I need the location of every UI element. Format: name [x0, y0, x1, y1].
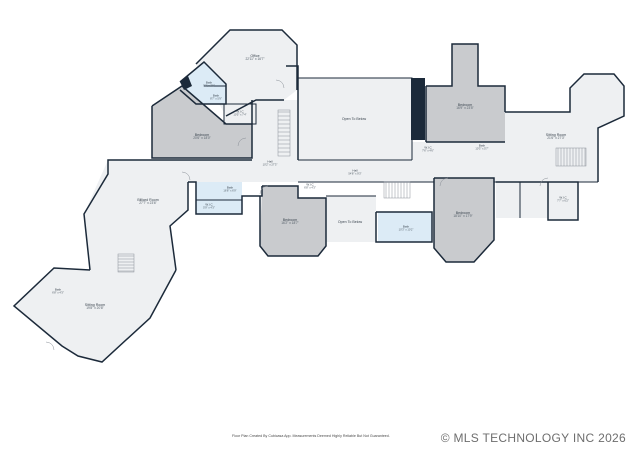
closet-right-floor: [496, 182, 548, 218]
stair-top-left: [277, 109, 291, 157]
bedroom-left-floor: [152, 86, 252, 158]
bath-cluster-walls: [179, 60, 227, 105]
billiard-walls: [83, 159, 188, 271]
floor-fills: [14, 30, 624, 362]
bath-center-floor: [378, 212, 432, 242]
stair-treads: [118, 111, 586, 272]
door-billiard: [181, 171, 191, 181]
bedroom-center-floor: [260, 186, 326, 256]
open-to-below-top-floor: [298, 78, 412, 160]
door-bedroom-center: [259, 185, 269, 195]
doors: [45, 79, 549, 351]
sitting-room-right-floor: [505, 74, 624, 160]
hall-bottom-walls: [188, 181, 263, 215]
hall-center-floor: [186, 160, 598, 182]
dark-structures: [180, 76, 425, 140]
stair-billiard: [117, 253, 135, 273]
bedroom-top-right-floor: [426, 44, 505, 142]
floor-plan-credit: Floor Plan Created By Cubicasa App. Meas…: [232, 434, 390, 438]
open-to-below-center-floor: [326, 196, 376, 242]
wic-top-floor: [224, 104, 256, 124]
bedroom-center-walls: [259, 185, 327, 257]
office-inner-walls: [225, 99, 284, 117]
bath-mid-left-floor: [196, 182, 242, 214]
billiard-right-wall: [169, 182, 189, 271]
bath-center-walls: [375, 211, 433, 243]
copyright-text: © MLS TECHNOLOGY INC 2026: [440, 431, 626, 445]
corridor-right-floor: [412, 142, 506, 160]
sitting-room-right-walls: [505, 73, 625, 182]
office-walls: [195, 29, 298, 90]
hall-left-floor: [252, 100, 298, 162]
door-bedroom-left: [237, 137, 247, 147]
bedroom-right-floor: [434, 178, 494, 262]
sitting-room-left-floor: [14, 268, 176, 362]
billiard-room-floor: [84, 160, 188, 270]
copyright-notice: © MLS TECHNOLOGY INC 2026: [441, 431, 626, 445]
stair-right: [555, 147, 587, 167]
stair-wall-top: [286, 65, 299, 160]
dark-corner-block: [180, 76, 192, 90]
chimney-top: [411, 78, 425, 140]
wic-top-walls: [223, 103, 257, 125]
bedroom-right-walls: [433, 177, 495, 263]
stairs: [117, 109, 587, 273]
door-sitting-right: [539, 177, 549, 187]
door-bedroom-right: [439, 177, 449, 187]
door-office: [275, 79, 285, 89]
wic-far-right-floor: [548, 182, 578, 220]
stair-center: [383, 181, 411, 199]
bedroom-top-right-walls: [426, 43, 506, 112]
sitting-room-left-walls: [12, 267, 177, 363]
door-sitting-left: [45, 341, 55, 351]
